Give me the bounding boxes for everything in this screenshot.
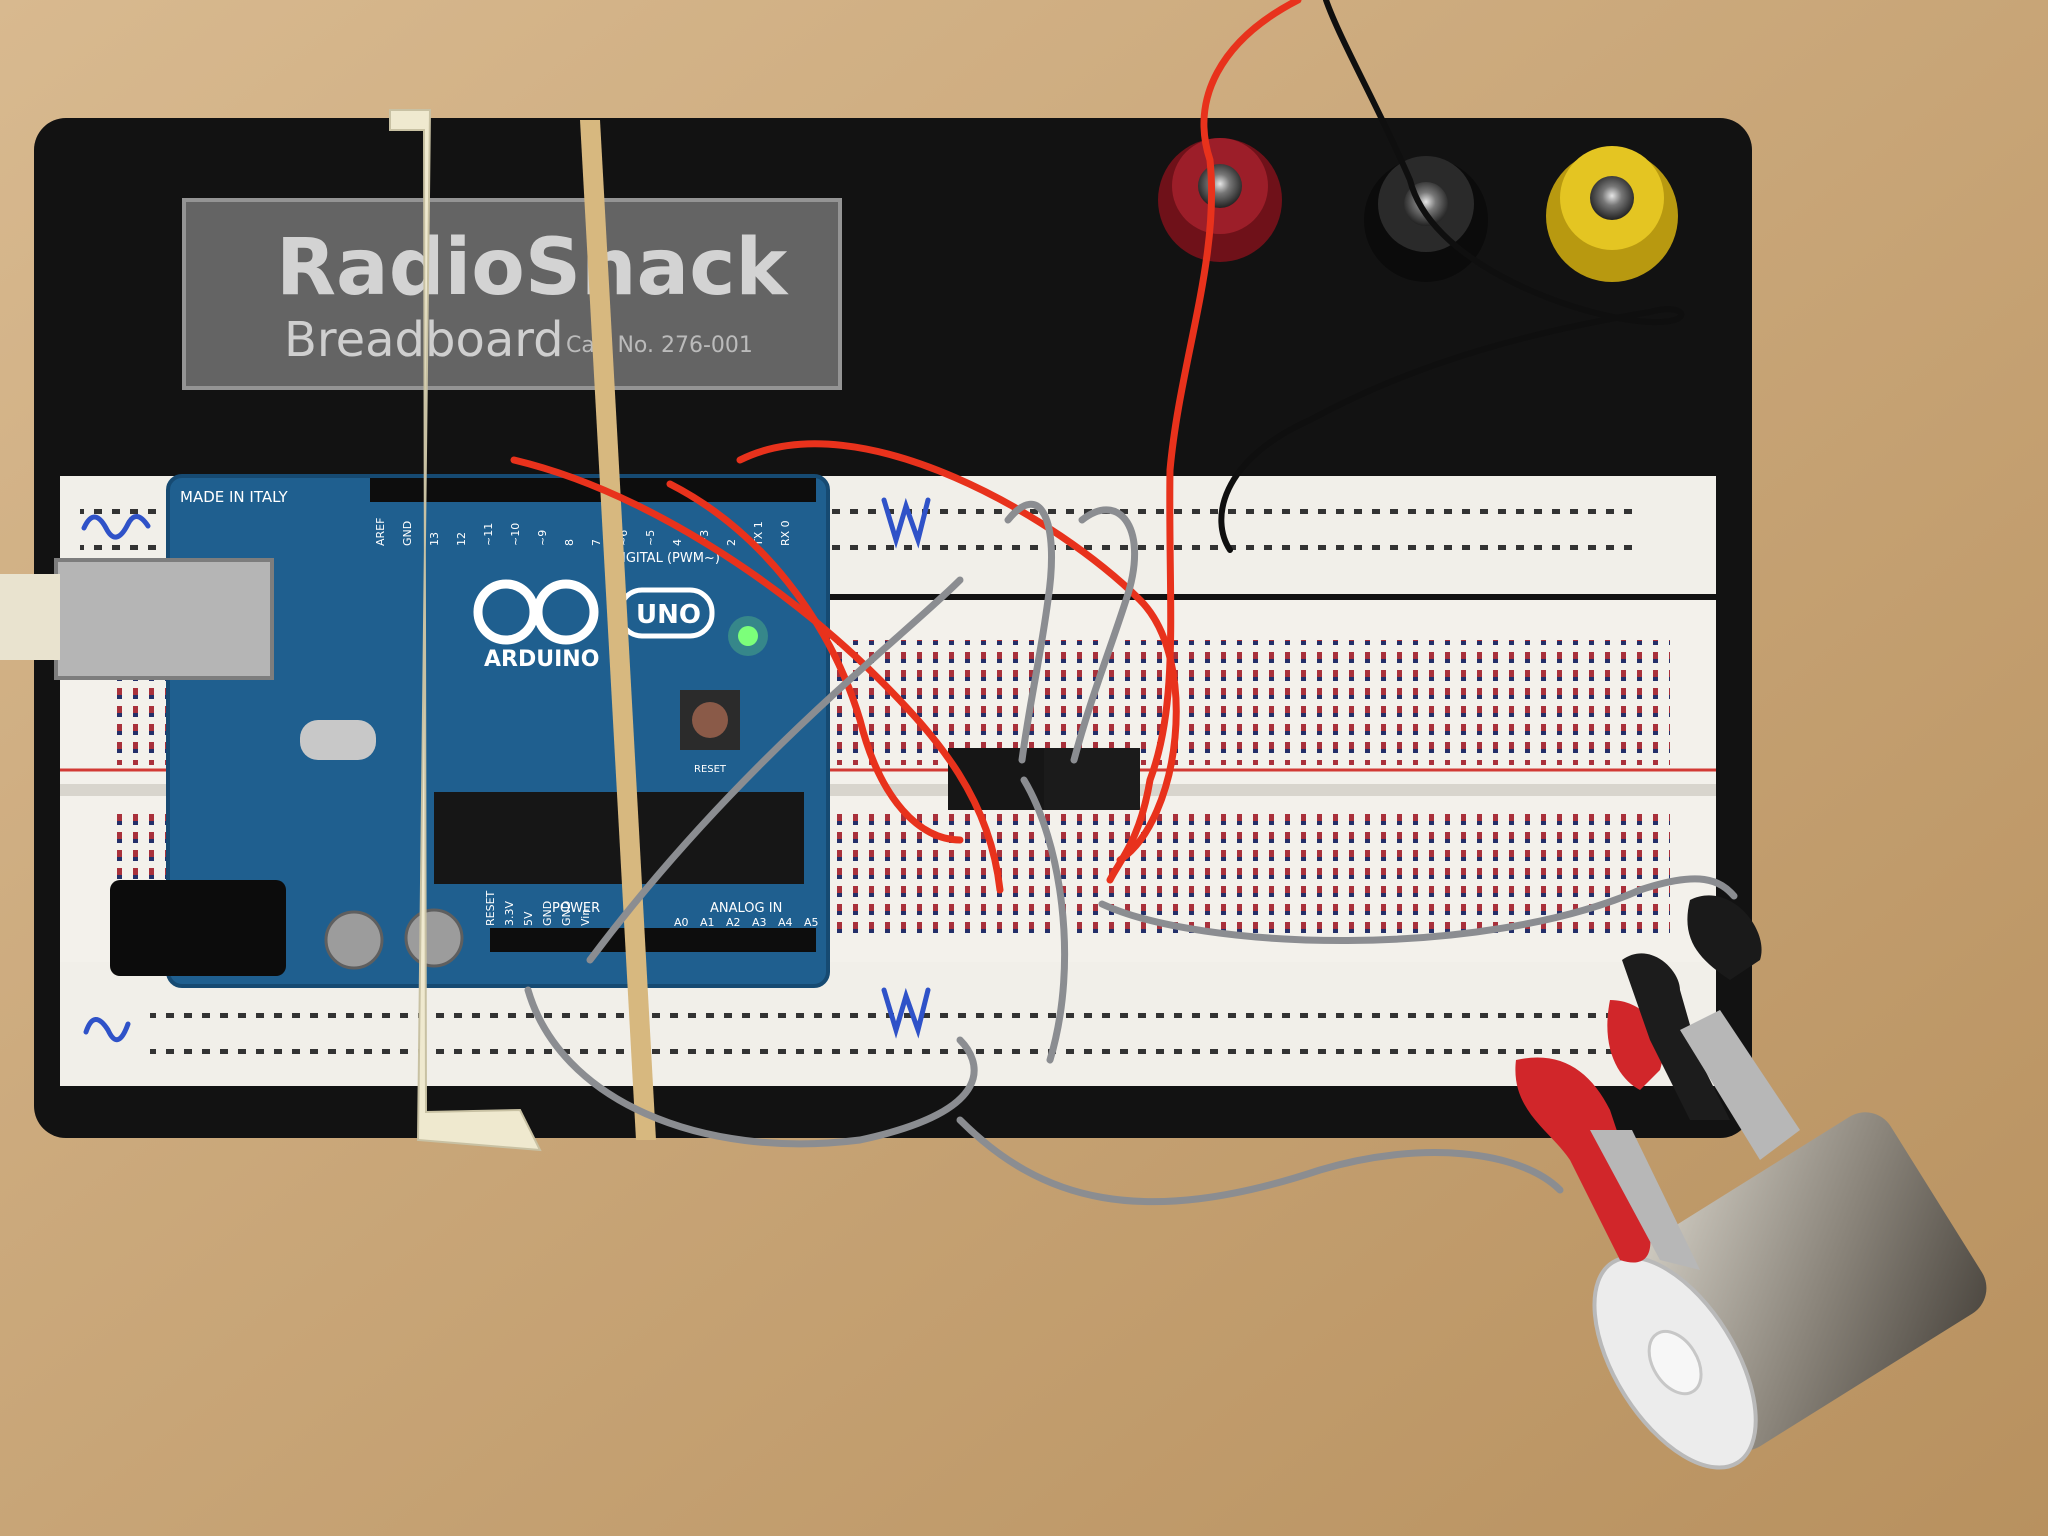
pin-label: A3: [752, 916, 767, 929]
pin-label: AREF: [374, 518, 387, 546]
pin-label: 2: [725, 539, 738, 546]
crystal-oscillator: [300, 720, 376, 760]
analog-in-label: ANALOG IN: [710, 901, 782, 916]
arduino-uno-board: ARDUINO UNO MADE IN ITALY DIGITAL (PWM~)…: [0, 474, 830, 988]
red-wire: [666, 480, 964, 844]
usb-cable-plug: [0, 574, 60, 660]
analog-pin-labels: A0 A1 A2 A3 A4 A5: [674, 916, 819, 929]
pin-label: A5: [804, 916, 819, 929]
alligator-clip-black: [1622, 895, 1800, 1160]
gray-wire: [1070, 506, 1138, 764]
pin-label: 8: [563, 539, 576, 546]
power-led: [738, 626, 758, 646]
gray-wire: [1004, 500, 1056, 764]
dc-power-jack: [110, 880, 286, 976]
digital-pins-label: DIGITAL (PWM~): [612, 551, 720, 566]
pin-label: RX 0: [779, 520, 792, 546]
red-wire: [510, 456, 1004, 894]
usb-connector: [54, 558, 274, 680]
radioshack-label: RadioShack Breadboard Cat. No. 276-001: [182, 198, 842, 390]
arduino-logo-text: ARDUINO: [484, 647, 599, 672]
made-in-italy-text: MADE IN ITALY: [180, 488, 288, 506]
pin-label: ~11: [482, 523, 495, 546]
pin-label: 4: [671, 539, 684, 546]
pin-label: A4: [778, 916, 793, 929]
red-wire: [1106, 0, 1302, 884]
pin-label: ~9: [536, 530, 549, 546]
pin-label: 7: [590, 539, 603, 546]
pin-label: A0: [674, 916, 689, 929]
power-pin-labels: RESET 3.3V 5V GND GND Vin: [484, 890, 592, 926]
jumper-wires: [510, 0, 1738, 1206]
pin-label: 5V: [522, 911, 535, 926]
pin-label: GND: [541, 901, 554, 926]
pin-label: 12: [455, 532, 468, 546]
arduino-logo-icon: [473, 579, 599, 645]
ic-chip-right: [1044, 748, 1140, 810]
digital-pin-header: [370, 478, 816, 502]
pin-label: 13: [428, 532, 441, 546]
uno-model-text: UNO: [636, 600, 701, 630]
power-label: POWER: [552, 901, 600, 916]
capacitor: [404, 908, 464, 968]
reset-button-label: RESET: [694, 764, 727, 775]
brand-text: RadioShack: [276, 223, 789, 313]
gray-wire: [1020, 776, 1069, 1064]
marker-scribbles: [81, 497, 931, 1042]
dc-motor: [1592, 1112, 1987, 1470]
binding-post-black: [1364, 156, 1488, 282]
pin-label: TX 1: [752, 521, 765, 547]
rubber-band-thick: [389, 109, 542, 1152]
pin-label: A1: [700, 916, 715, 929]
pin-label: RESET: [484, 890, 497, 926]
rubber-band-thin: [580, 120, 656, 1140]
pin-label: ~10: [509, 523, 522, 546]
capacitor: [324, 910, 384, 970]
pin-label: GND: [560, 901, 573, 926]
binding-post-yellow: [1546, 146, 1678, 282]
gray-wire: [1098, 875, 1738, 944]
black-wire: [1218, 0, 1685, 553]
binding-post-red: [1158, 138, 1282, 262]
motor-shaft: [1647, 1329, 1703, 1396]
pin-label: A2: [726, 916, 741, 929]
pin-label: 3.3V: [503, 901, 516, 926]
gray-wire: [956, 1116, 1564, 1206]
pin-label: GND: [401, 521, 414, 546]
pin-label: ~5: [644, 530, 657, 546]
power-analog-header: [490, 928, 816, 952]
gray-wire: [524, 986, 978, 1148]
gray-wire: [586, 576, 964, 964]
pin-label: Vin: [579, 909, 592, 926]
